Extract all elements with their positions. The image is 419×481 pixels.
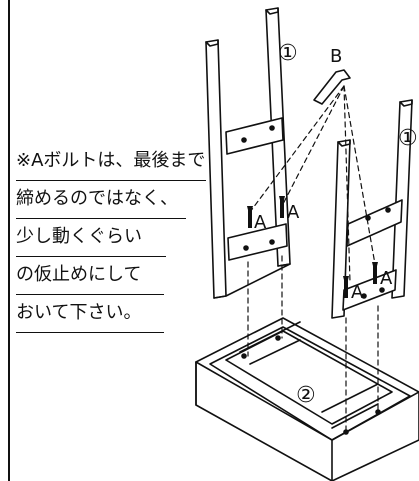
leg-label-left: ① [278,41,298,66]
bolt-label-4: A [380,268,393,289]
note-underline-5 [16,332,164,333]
bolt-label-2: A [287,202,300,223]
bolt-label-3: A [351,282,364,303]
note-underline-4 [16,294,164,295]
wrench-label: B [330,46,342,67]
bolt-3 [343,276,349,298]
bolt-2 [279,196,285,218]
guide-lines [247,85,379,433]
bolt-1 [247,206,253,228]
note-underline-2 [16,218,186,219]
leg-label-right: ① [398,126,418,151]
seat-frame [195,317,419,481]
bolt-4 [372,262,378,284]
left-border-line [8,0,10,481]
note-underline-1 [16,180,206,181]
hex-wrench [313,69,351,105]
bolts [247,196,378,298]
note-line-1: ※Aボルトは、最後まで [16,150,206,171]
seat-label: ② [296,383,316,408]
note-line-2: 締めるのではなく、 [16,188,178,209]
bolt-label-1: A [254,212,267,233]
leg-assembly-right [331,99,413,319]
diagram-labels: ① ① ② B A A A A [254,41,418,408]
note-line-4: の仮止めにして [16,264,142,285]
note-line-5: おいて下さい。 [16,302,142,323]
note-line-3: 少し動くぐらい [16,226,142,247]
note-underline-3 [16,256,166,257]
